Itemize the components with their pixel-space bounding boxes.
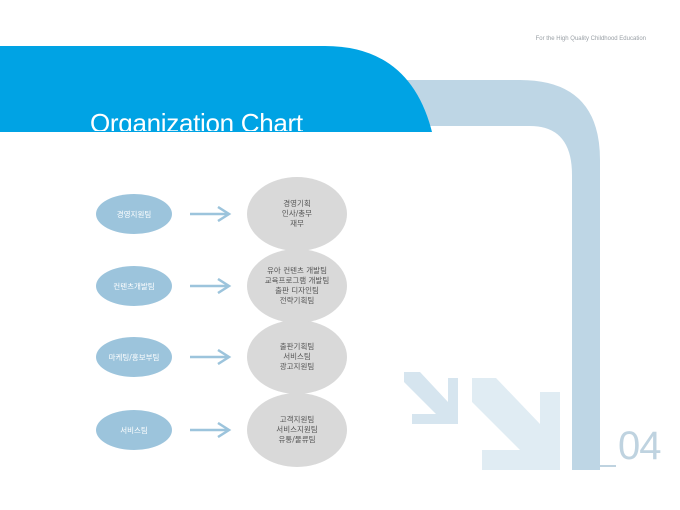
subteam-label: 출판 디자인팀 [275, 286, 319, 295]
right-arrow-icon [190, 349, 232, 365]
subteam-label: 교육프로그램 개발팀 [264, 276, 330, 285]
org-row: 마케팅/홍보부팀 출판기획팀 서비스팀 광고지원팀 [0, 320, 680, 394]
right-arrow-icon [190, 422, 232, 438]
team-node-service: 서비스팀 [96, 410, 172, 450]
subteam-node: 경영기획 인사/총무 재무 [247, 177, 347, 251]
right-arrow-icon [190, 278, 232, 294]
subteam-label: 광고지원팀 [279, 362, 315, 371]
subteam-node: 출판기획팀 서비스팀 광고지원팀 [247, 320, 347, 394]
page-number: 04 [618, 424, 661, 468]
org-row: 서비스팀 고객지원팀 서비스지원팀 유통/물류팀 [0, 393, 680, 467]
subteam-label: 유통/물류팀 [278, 435, 316, 444]
subteam-label: 서비스지원팀 [276, 425, 318, 434]
subteam-label: 인사/총무 [281, 209, 313, 218]
team-node-content-development: 컨텐츠개발팀 [96, 266, 172, 306]
team-node-management-support: 경영지원팀 [96, 194, 172, 234]
subteam-label: 서비스팀 [283, 352, 311, 361]
subteam-label: 출판기획팀 [279, 342, 315, 351]
subteam-label: 경영기획 [283, 199, 311, 208]
down-right-chevron-arrow-large-icon [472, 378, 560, 470]
title-banner-shape [0, 46, 432, 132]
subteam-label: 유아 컨텐츠 개발팀 [267, 266, 327, 275]
down-right-chevron-arrow-small-icon [404, 372, 458, 424]
org-row: 컨텐츠개발팀 유아 컨텐츠 개발팀 교육프로그램 개발팀 출판 디자인팀 전략기… [0, 249, 680, 323]
subteam-node: 유아 컨텐츠 개발팀 교육프로그램 개발팀 출판 디자인팀 전략기획팀 [247, 249, 347, 323]
subteam-node: 고객지원팀 서비스지원팀 유통/물류팀 [247, 393, 347, 467]
subteam-label: 재무 [290, 219, 304, 228]
tagline: For the High Quality Childhood Education [535, 36, 646, 42]
right-arrow-icon [190, 206, 232, 222]
page-title: Organization Chart [90, 108, 303, 131]
subteam-label: 전략기획팀 [279, 296, 315, 305]
subteam-label: 고객지원팀 [279, 415, 315, 424]
org-row: 경영지원팀 경영기획 인사/총무 재무 [0, 177, 680, 251]
team-node-marketing-pr: 마케팅/홍보부팀 [96, 337, 172, 377]
